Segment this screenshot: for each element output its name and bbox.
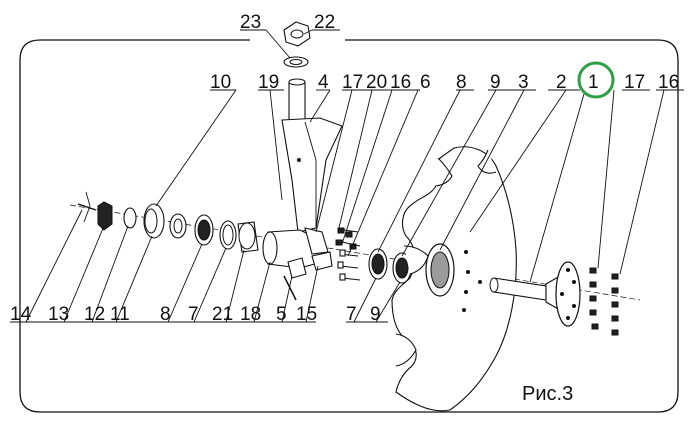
label-16: 16 [390, 72, 411, 93]
label-18: 18 [240, 304, 261, 325]
leader-lines-bottom [10, 209, 401, 323]
castle-nut-part [97, 201, 113, 231]
label-7-right: 7 [346, 304, 357, 325]
label-11: 11 [110, 304, 130, 325]
label-7: 7 [188, 304, 199, 325]
notched-disc-part [391, 146, 517, 412]
label-2: 2 [556, 72, 567, 93]
label-1: 1 [588, 72, 599, 93]
label-8: 8 [456, 72, 467, 93]
label-17-right: 17 [624, 72, 645, 93]
stand-part [281, 78, 343, 233]
axle-part [489, 261, 581, 327]
assembly-axis [69, 204, 641, 301]
wheel-nuts [589, 267, 619, 336]
diagram-frame [19, 39, 679, 413]
label-12: 12 [84, 304, 105, 325]
label-15: 15 [296, 304, 317, 325]
seal-right-part [392, 252, 412, 284]
cotter-pin-part [77, 191, 97, 223]
label-17: 17 [342, 72, 363, 93]
label-20: 20 [366, 72, 387, 93]
lock-washer-part [123, 207, 137, 229]
label-6: 6 [420, 72, 431, 93]
leader-lines [155, 29, 684, 283]
label-23: 23 [240, 12, 261, 33]
bearing-right-part [368, 248, 388, 280]
seal-left-part [219, 220, 237, 250]
label-21: 21 [212, 304, 233, 325]
label-3: 3 [518, 72, 529, 93]
label-22: 22 [314, 12, 335, 33]
label-5: 5 [276, 304, 287, 325]
hub-cap-part [143, 203, 165, 239]
washer-part [283, 56, 309, 68]
bolt-part [283, 257, 307, 301]
nut-part [283, 21, 311, 47]
label-4: 4 [318, 72, 329, 93]
label-14: 14 [10, 304, 32, 325]
bearing-cone-part [169, 213, 187, 239]
highlight-circle [577, 61, 615, 99]
bushing-part [237, 221, 259, 253]
label-9: 9 [490, 72, 501, 93]
label-13: 13 [48, 304, 69, 325]
figure-caption: Рис.3 [522, 383, 573, 405]
label-16-right: 16 [658, 72, 679, 93]
plate-part [311, 251, 333, 271]
bearing-left-part [194, 214, 214, 246]
label-19: 19 [258, 72, 279, 93]
labels-top: 23 22 10 19 4 17 20 16 6 8 9 3 2 1 17 16 [210, 12, 679, 93]
labels-bottom: 14 13 12 11 8 7 21 18 5 15 7 9 [10, 304, 381, 325]
label-9-bottom: 9 [370, 304, 381, 325]
label-10: 10 [210, 72, 231, 93]
label-8-bottom: 8 [160, 304, 171, 325]
bolt-cluster [335, 227, 361, 281]
